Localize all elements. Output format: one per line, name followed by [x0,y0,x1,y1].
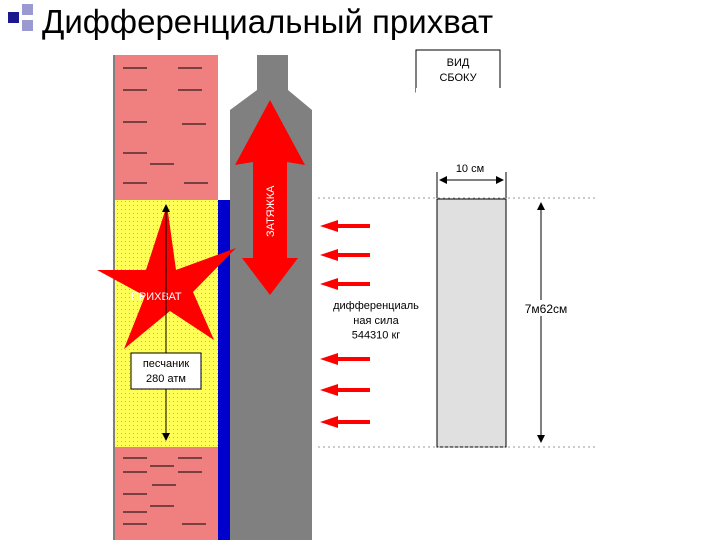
title-bullet-icon [22,4,33,15]
title-bullet-icon [8,12,19,23]
height-label: 7м62см [525,302,568,316]
shale-upper [115,55,218,200]
differential-force-arrows [320,220,370,428]
width-label: 10 см [456,163,484,175]
side-view-box [415,49,501,93]
shale-texture [123,67,208,525]
force-arrow-icon [320,278,370,290]
force-arrow-icon [320,384,370,396]
force-arrow-icon [320,353,370,365]
pull-label: ЗАТЯЖКА [265,185,277,237]
force-arrow-icon [320,220,370,232]
stuck-label: ПРИХВАТ [131,291,182,303]
force-arrow-icon [320,416,370,428]
mud-cake [218,200,230,540]
slide-title: Дифференциальный прихват [42,3,494,40]
force-arrow-icon [320,249,370,261]
sandstone-label-box [130,352,202,390]
title-bullet-icon [22,20,33,31]
drill-pipe [230,55,312,540]
contact-area [436,198,507,448]
pull-arrow [235,100,305,295]
